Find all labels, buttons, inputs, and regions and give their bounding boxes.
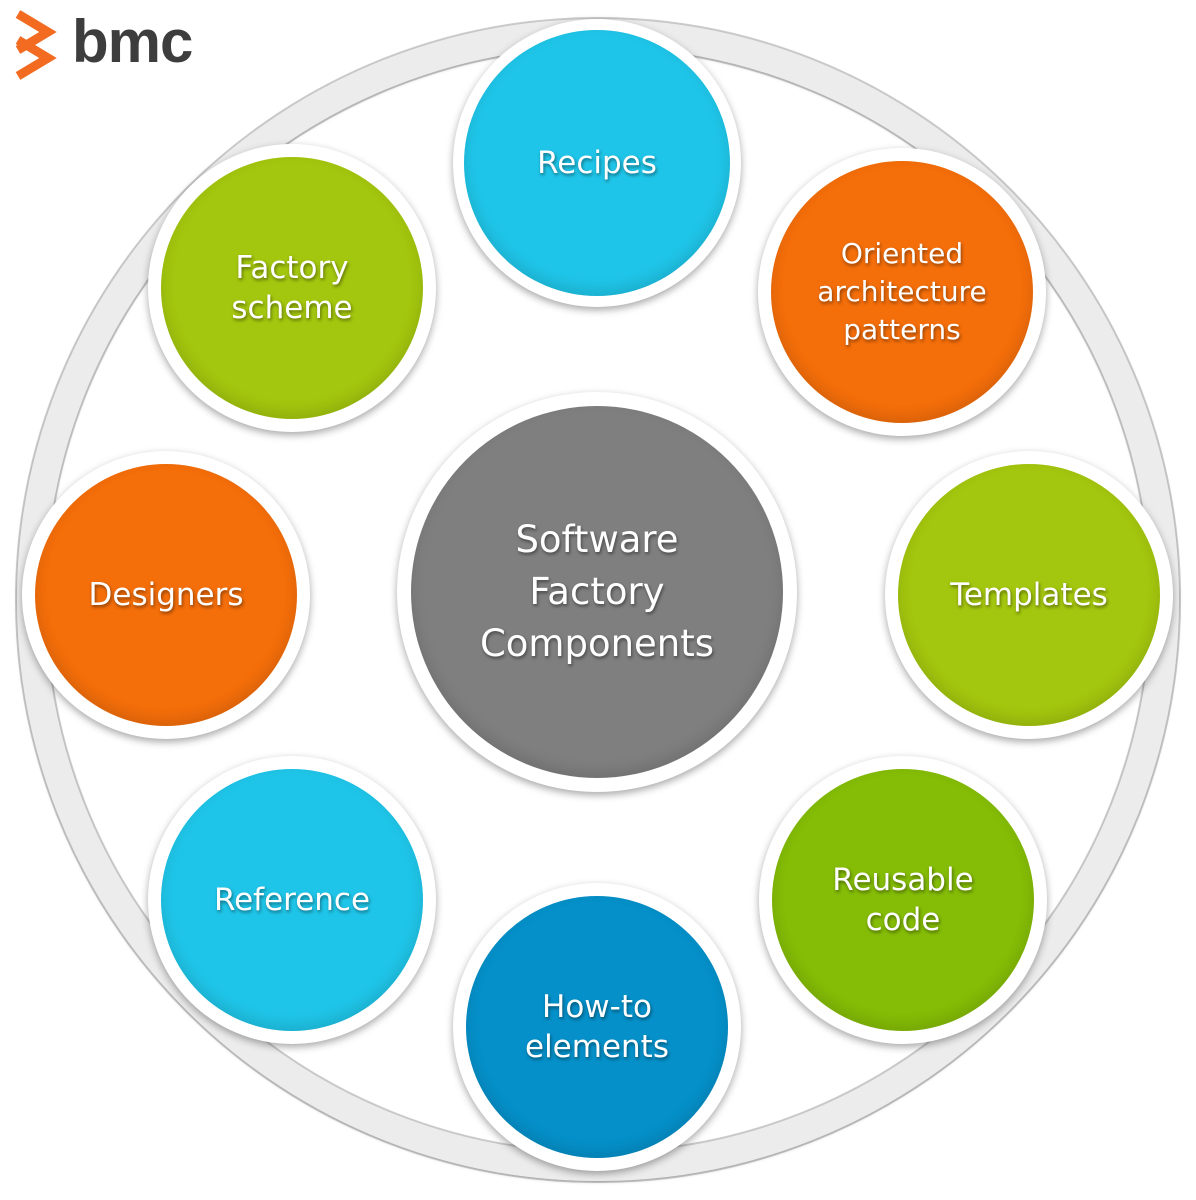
how-to-elements-node: How-to elements [453, 883, 741, 1171]
recipes-circle: Recipes [464, 30, 730, 296]
center-software-factory-components-label: Software Factory Components [479, 518, 715, 665]
reference-circle: Reference [161, 769, 423, 1031]
oriented-architecture-patterns-circle: Oriented architecture patterns [771, 161, 1033, 423]
oriented-architecture-patterns-node: Oriented architecture patterns [758, 148, 1046, 436]
reusable-code-node: Reusable code [759, 756, 1047, 1044]
reference-node: Reference [148, 756, 436, 1044]
templates-node: Templates [885, 451, 1173, 739]
factory-scheme-label: Factory scheme [231, 250, 353, 326]
designers-label: Designers [88, 577, 244, 613]
bmc-logo-text: bmc [72, 8, 193, 75]
bmc-logo: bmc [8, 8, 228, 80]
how-to-elements-label: How-to elements [525, 989, 669, 1065]
templates-label: Templates [950, 577, 1108, 613]
how-to-elements-circle: How-to elements [466, 896, 728, 1158]
bmc-logo-mark-icon [15, 10, 57, 80]
factory-scheme-node: Factory scheme [148, 144, 436, 432]
center-software-factory-components-circle: Software Factory Components [411, 406, 783, 778]
reusable-code-label: Reusable code [832, 862, 974, 938]
recipes-label: Recipes [537, 145, 657, 181]
templates-circle: Templates [898, 464, 1160, 726]
factory-scheme-circle: Factory scheme [161, 157, 423, 419]
reference-label: Reference [213, 882, 371, 918]
reusable-code-circle: Reusable code [772, 769, 1034, 1031]
designers-circle: Designers [35, 464, 297, 726]
center-software-factory-components-node: Software Factory Components [397, 392, 797, 792]
oriented-architecture-patterns-label: Oriented architecture patterns [817, 237, 987, 346]
recipes-node: Recipes [453, 19, 741, 307]
designers-node: Designers [22, 451, 310, 739]
